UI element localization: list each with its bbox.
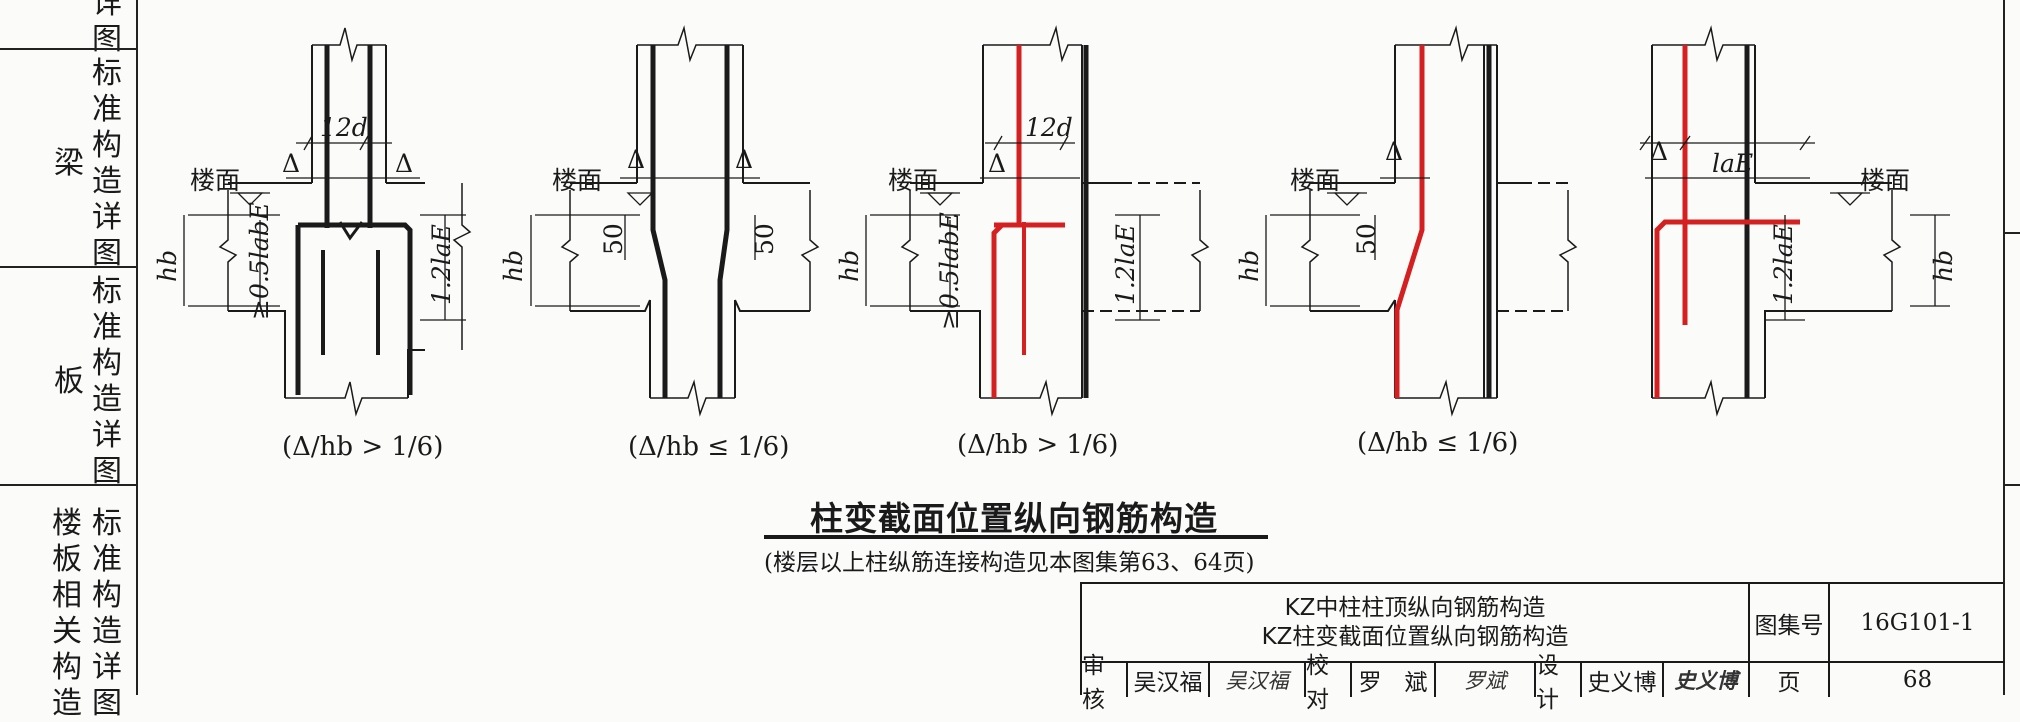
label-50: 50 <box>1352 223 1381 255</box>
section-change-drawings: 楼面 Δ Δ 12d hb ≥0.5labE 1.2laE 楼面 Δ <box>153 25 1958 417</box>
label-50: 50 <box>750 223 779 255</box>
detail-1 <box>218 27 472 417</box>
right-frame-tick <box>2003 484 2020 486</box>
label-hb: hb <box>499 250 528 282</box>
detail-4 <box>1300 25 1578 417</box>
label-hb: hb <box>153 250 182 282</box>
detail-2 <box>560 25 820 417</box>
label-half-labE: ≥0.5labE <box>245 202 274 320</box>
detail-1-text: 楼面 Δ Δ 12d hb ≥0.5labE 1.2laE <box>153 113 456 320</box>
reviewer-signature: 吴汉福 <box>1210 663 1306 697</box>
label-delta: Δ <box>988 149 1006 178</box>
label-laE: laE <box>1712 149 1753 178</box>
title-block-title: KZ中柱柱顶纵向钢筋构造 KZ柱变截面位置纵向钢筋构造 <box>1082 584 1750 663</box>
label-hb: hb <box>1929 250 1958 282</box>
title-block-line2: KZ柱变截面位置纵向钢筋构造 <box>1261 623 1569 650</box>
label-floor: 楼面 <box>552 166 602 195</box>
detail-1-rebar <box>295 45 413 395</box>
label-floor: 楼面 <box>190 166 240 195</box>
label-floor: 楼面 <box>888 166 938 195</box>
title-block-line1: KZ中柱柱顶纵向钢筋构造 <box>1284 594 1546 621</box>
sidebar-section-slab: 板 标 准 构 造 详 图 <box>0 266 136 489</box>
label-half-labE: ≥0.5labE <box>935 212 964 330</box>
drawing-note: (楼层以上柱纵筋连接构造见本图集第63、64页) <box>764 550 1255 576</box>
detail-3-dims <box>865 135 1160 321</box>
detail-2-text: 楼面 Δ Δ hb 50 50 <box>499 145 779 282</box>
detail-5-text: Δ laE 楼面 hb 1.2laE <box>1650 137 1958 305</box>
detail-2-rebar <box>650 45 730 398</box>
drawing-title: 柱变截面位置纵向钢筋构造 <box>810 499 1218 538</box>
sidebar-beam-chars: 标 准 构 造 详 图 <box>92 56 122 271</box>
atlas-number: 16G101-1 <box>1830 584 2005 663</box>
label-delta: Δ <box>1385 137 1403 166</box>
designer-signature: 史义博 <box>1664 663 1750 697</box>
label-delta: Δ <box>395 149 413 178</box>
title-underline <box>764 535 1268 539</box>
designer-name: 史义博 <box>1582 663 1664 697</box>
label-floor: 楼面 <box>1860 166 1910 195</box>
label-hb: hb <box>835 250 864 282</box>
detail-4-dims <box>1265 177 1430 307</box>
label-hb: hb <box>1235 250 1264 282</box>
caption-detail-2: (Δ/hb ≤ 1/6) <box>628 432 790 462</box>
checker-signature: 罗斌 <box>1436 663 1536 697</box>
label-50: 50 <box>599 223 628 255</box>
checker-name: 罗 斌 <box>1352 663 1436 697</box>
sidebar-category-slab: 板 <box>54 364 84 399</box>
caption-detail-3: (Δ/hb > 1/6) <box>957 430 1119 460</box>
detail-5-dims <box>1639 135 1950 321</box>
detail-5 <box>1651 25 1902 417</box>
label-1.2laE: 1.2laE <box>1769 224 1798 305</box>
caption-detail-1: (Δ/hb > 1/6) <box>282 432 444 462</box>
design-label: 设计 <box>1536 653 1582 713</box>
sidebar-top-fragment: 详 图 <box>92 0 122 57</box>
sidebar-section-floor-slab: 楼 板 相 关 构 造 标 准 构 造 详 图 <box>0 484 136 721</box>
title-block: KZ中柱柱顶纵向钢筋构造 KZ柱变截面位置纵向钢筋构造 图集号 16G101-1… <box>1080 582 2005 713</box>
label-12d: 12d <box>1025 113 1073 142</box>
right-frame-line <box>2003 0 2005 695</box>
sidebar-category-beam: 梁 <box>54 146 84 181</box>
detail-5-rebar <box>1654 45 1800 398</box>
check-label: 校对 <box>1306 653 1352 713</box>
label-12d: 12d <box>320 113 368 142</box>
detail-4-text: 楼面 Δ hb 50 <box>1235 137 1403 282</box>
page-label: 页 <box>1750 663 1830 697</box>
atlas-label: 图集号 <box>1750 584 1830 663</box>
label-1.2laE: 1.2laE <box>427 224 456 305</box>
label-delta: Δ <box>282 149 300 178</box>
sidebar: 详 图 梁 标 准 构 造 详 图 板 标 准 构 造 详 图 楼 板 相 关 <box>0 0 138 721</box>
detail-3-text: 楼面 Δ 12d hb ≥0.5labE 1.2laE <box>835 113 1140 330</box>
label-delta: Δ <box>735 145 753 174</box>
page-number: 68 <box>1902 667 1933 693</box>
detail-2-dims <box>530 177 760 307</box>
review-label: 审核 <box>1082 653 1128 713</box>
sidebar-slab-chars: 标 准 构 造 详 图 <box>92 274 122 489</box>
reviewer-name: 吴汉福 <box>1128 663 1210 697</box>
label-delta: Δ <box>1650 137 1668 166</box>
sidebar-section-beam: 梁 标 准 构 造 详 图 <box>0 48 136 271</box>
sidebar-floor-slab-left-chars: 楼 板 相 关 构 造 <box>52 506 82 721</box>
label-delta: Δ <box>627 145 645 174</box>
detail-4-rebar <box>1394 45 1492 398</box>
right-frame-tick <box>2003 232 2020 234</box>
caption-detail-4: (Δ/hb ≤ 1/6) <box>1357 428 1519 458</box>
label-1.2laE: 1.2laE <box>1111 224 1140 305</box>
sidebar-floor-slab-right-chars: 标 准 构 造 详 图 <box>92 506 122 721</box>
detail-1-dims <box>183 135 466 321</box>
label-floor: 楼面 <box>1290 166 1340 195</box>
detail-3 <box>900 25 1210 417</box>
detail-3-rebar <box>991 45 1089 398</box>
